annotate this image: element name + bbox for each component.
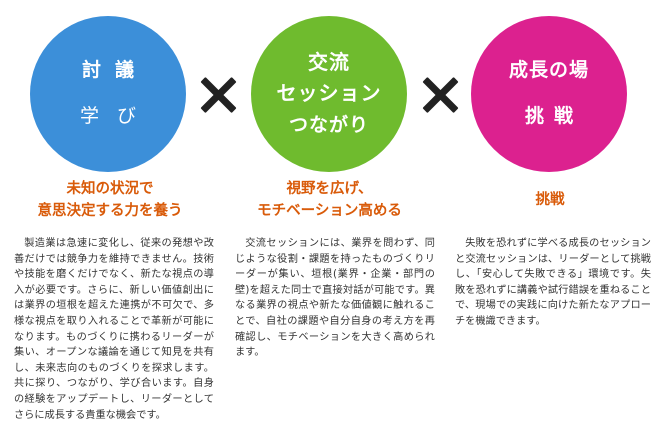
circle-subtitle: つながり (288, 114, 369, 137)
headline-line: 未知の状況で (66, 181, 154, 197)
cross-icon (199, 76, 237, 114)
circle-title: 討議 (81, 59, 148, 82)
headline-column-1: 未知の状況で 意思決定する力を養う (30, 178, 190, 222)
circle-title: 交流 (308, 50, 350, 75)
cross-icon (421, 76, 459, 114)
headline-line: 意思決定する力を養う (37, 203, 183, 219)
circle-exchange-session: 交流 セッション つながり (251, 16, 407, 172)
circle-growth-challenge: 成長の場 挑戦 (471, 16, 627, 172)
circle-title-second: セッション (276, 81, 382, 106)
circle-subtitle: 挑戦 (524, 105, 583, 127)
circle-subtitle: 学び (79, 105, 154, 127)
headline-line: モチベーション高める (257, 203, 402, 219)
body-text-column-3: 失敗を恐れずに学べる成長のセッションと交流セッションは、リーダーとして挑戦し、「… (455, 238, 651, 327)
body-text-column-2: 交流セッションには、業界を問わず、同じような役割・課題を持ったものづくりリーダー… (235, 238, 435, 359)
body-text-column-1: 製造業は急速に変化し、従来の発想や改善だけでは競争力を維持できません。技術や技能… (14, 238, 214, 421)
headline-line: 挑戦 (535, 192, 565, 208)
circle-title: 成長の場 (508, 59, 589, 82)
circle-discussion-learning: 討議 学び (30, 16, 186, 172)
headline-column-3: 挑戦 (470, 189, 630, 211)
headline-line: 視野を広げ、 (286, 181, 373, 197)
headline-column-2: 視野を広げ、 モチベーション高める (247, 178, 412, 222)
